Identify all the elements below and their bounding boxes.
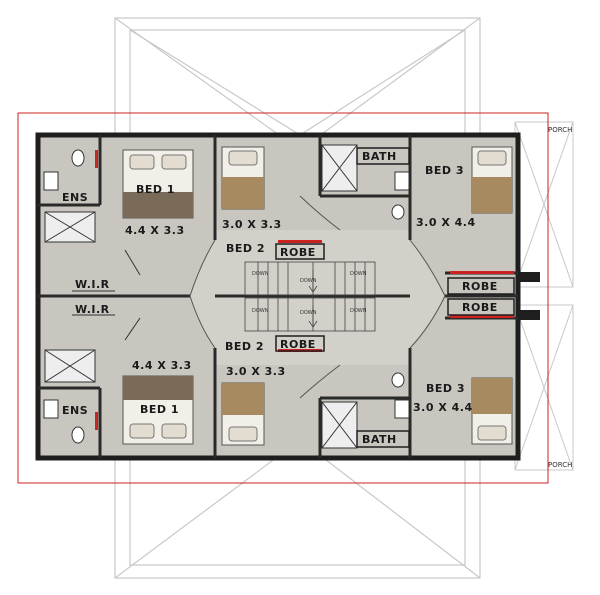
bath-top-label: BATH xyxy=(362,150,397,163)
ens-bottom-label: ENS xyxy=(62,404,88,417)
bed-furniture xyxy=(122,146,513,446)
stair-down-label-6: DOWN xyxy=(300,310,317,316)
bed2-bottom-size: 3.0 X 3.3 xyxy=(226,365,286,378)
bed3-top-size: 3.0 X 4.4 xyxy=(416,216,476,229)
robe-bottom-label: ROBE xyxy=(280,338,316,351)
bath-bottom-label: BATH xyxy=(362,433,397,446)
property-boundary xyxy=(17,112,549,484)
staircase xyxy=(244,261,376,332)
porch-label-bottom: PORCH xyxy=(548,461,572,469)
shower-fixtures xyxy=(44,144,358,449)
stair-down-label-1: DOWN xyxy=(252,271,269,277)
bed3-bottom-size: 3.0 X 4.4 xyxy=(413,401,473,414)
porch-label-top: PORCH xyxy=(548,126,572,134)
bed2-bottom-label: BED 2 xyxy=(225,340,264,353)
bed1-bottom-label: BED 1 xyxy=(140,403,179,416)
bed2-top-label: BED 2 xyxy=(226,242,265,255)
robe-right-bottom-label: ROBE xyxy=(462,301,498,314)
label-boxes xyxy=(275,147,515,448)
ens-top-label: ENS xyxy=(62,191,88,204)
bed1-top-label: BED 1 xyxy=(136,183,175,196)
bed3-top-label: BED 3 xyxy=(425,164,464,177)
stair-down-label-4: DOWN xyxy=(252,308,269,314)
bed3-bottom-label: BED 3 xyxy=(426,382,465,395)
bed1-bottom-size: 4.4 X 3.3 xyxy=(132,359,192,372)
porch-outline xyxy=(514,121,574,471)
wir-top-label: W.I.R xyxy=(75,278,110,291)
robe-right-top-label: ROBE xyxy=(462,280,498,293)
hall-arches xyxy=(189,195,446,399)
entry-steps xyxy=(518,272,540,320)
stair-down-label-5: DOWN xyxy=(350,308,367,314)
wir-fittings xyxy=(72,249,141,341)
toilet-fixtures xyxy=(43,149,410,444)
roof-outline xyxy=(114,17,481,579)
bed2-top-size: 3.0 X 3.3 xyxy=(222,218,282,231)
robe-top-label: ROBE xyxy=(280,246,316,259)
stair-down-label-3: DOWN xyxy=(300,278,317,284)
stair-down-label-2: DOWN xyxy=(350,271,367,277)
wir-bottom-label: W.I.R xyxy=(75,303,110,316)
bed1-top-size: 4.4 X 3.3 xyxy=(125,224,185,237)
